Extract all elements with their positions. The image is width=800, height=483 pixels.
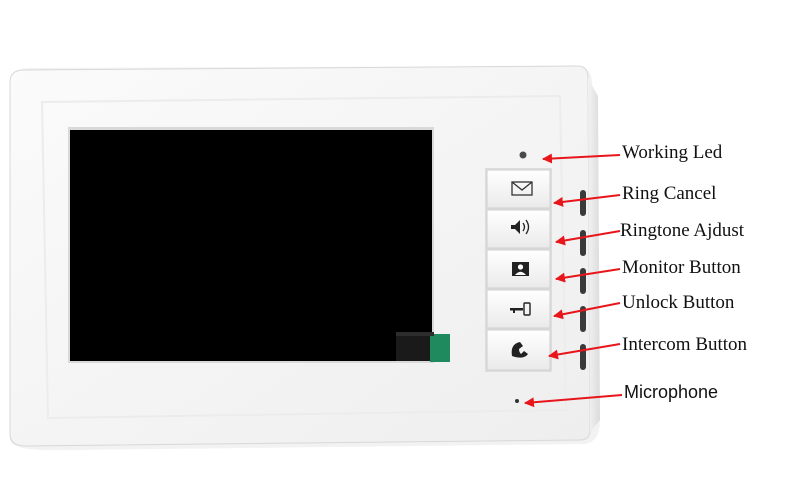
button-column [485,168,552,372]
arrow-unlock-button [553,302,621,320]
arrow-ring-cancel [553,194,621,207]
ring-cancel-button[interactable] [486,169,551,209]
person-icon [512,262,529,276]
arrow-intercom-button [548,343,621,360]
envelope-icon [511,181,533,196]
label-intercom-button: Intercom Button [622,334,748,355]
label-unlock-button: Unlock Button [622,292,735,313]
microphone-hole [515,399,519,403]
label-microphone: Microphone [624,382,719,402]
monitor-button[interactable] [486,249,551,289]
label-ringtone-adjust: Ringtone Ajdust [620,220,745,241]
callout-arrows [524,153,623,408]
label-monitor-button: Monitor Button [622,257,741,278]
speaker-icon [511,219,530,235]
ringtone-adjust-button[interactable] [486,209,551,249]
label-working-led: Working Led [622,142,723,163]
working-led [519,151,527,159]
intercom-button[interactable] [486,329,551,371]
side-buttons [580,190,586,370]
arrow-monitor-button [555,268,621,283]
display-screen [68,127,450,363]
key-icon [510,302,531,316]
handset-icon [511,342,528,358]
arrow-working-led [542,153,621,164]
label-ring-cancel: Ring Cancel [622,183,717,204]
unlock-button[interactable] [486,289,551,329]
arrow-microphone [524,394,623,408]
screen-flex-cable [396,332,434,361]
arrow-ringtone-adjust [555,230,621,246]
screen-connector-tab [430,334,450,362]
